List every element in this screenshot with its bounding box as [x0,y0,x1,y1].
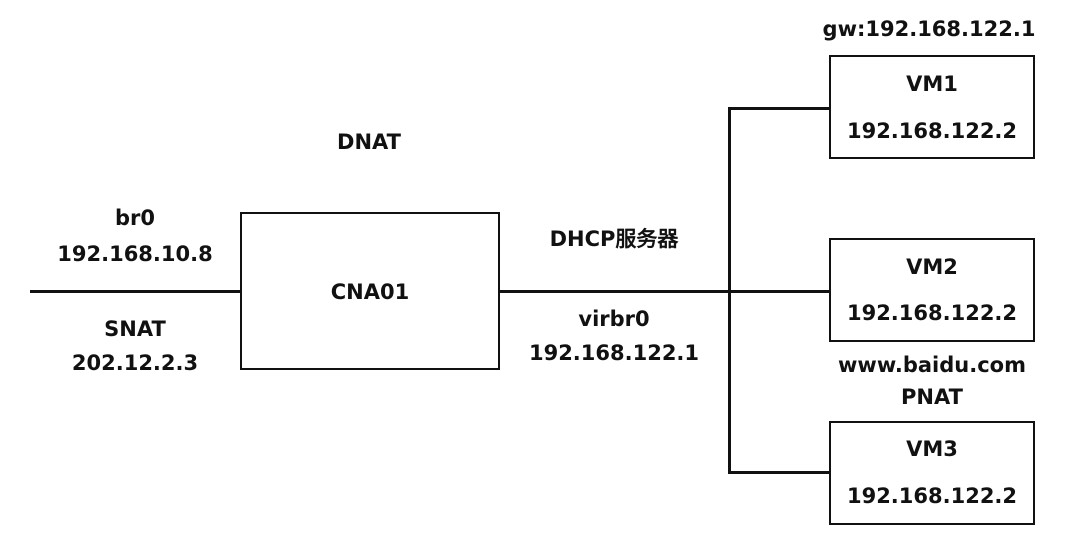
vm3-branch-wire [728,471,831,474]
external-domain-label: www.baidu.com [838,353,1026,377]
vm1-ip: 192.168.122.2 [846,119,1018,143]
vm1-name: VM1 [906,72,958,96]
host-cna01-box [240,212,500,370]
vm1-box [829,55,1035,159]
bridge-ip-label: 192.168.122.1 [528,341,700,365]
host-name: CNA01 [330,280,410,304]
uplink-wire [30,290,242,293]
gateway-label: gw:192.168.122.1 [822,17,1036,41]
vm2-box [829,238,1035,342]
vm2-name: VM2 [906,255,958,279]
pnat-label: PNAT [901,385,963,409]
dhcp-server-label: DHCP服务器 [549,227,679,251]
vm2-branch-wire [728,290,831,293]
vm3-box [829,421,1035,525]
public-ip-label: 202.12.2.3 [71,351,199,375]
uplink-interface-label: br0 [114,206,156,230]
bridge-wire [498,290,730,293]
vm2-ip: 192.168.122.2 [846,301,1018,325]
vm3-ip: 192.168.122.2 [846,484,1018,508]
vm3-name: VM3 [906,437,958,461]
dnat-label: DNAT [337,130,401,154]
uplink-ip-label: 192.168.10.8 [57,242,213,266]
vm1-branch-wire [728,107,831,110]
snat-label: SNAT [104,317,166,341]
bridge-interface-label: virbr0 [578,307,650,331]
